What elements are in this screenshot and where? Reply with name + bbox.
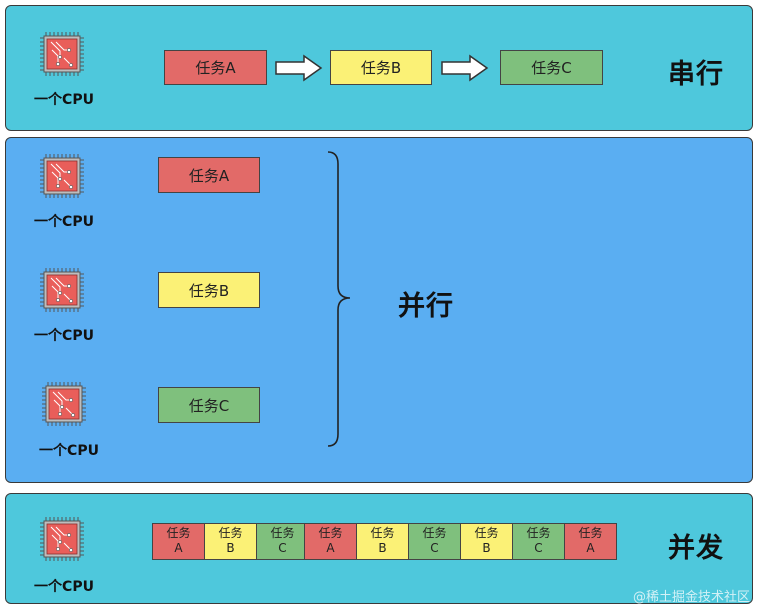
concurrent-title: 并发 [668,533,724,564]
cpu-label: 一个CPU [34,214,94,230]
curly-brace-icon [327,151,351,447]
parallel-task-b: 任务B [158,272,260,308]
parallel-title: 并行 [398,291,454,322]
cpu-chip-icon [38,266,86,314]
cpu-chip-icon [38,515,86,563]
serial-task-a: 任务A [164,50,267,85]
cpu-chip-icon [38,152,86,200]
arrow-right-icon [441,54,489,82]
parallel-task-a: 任务A [158,157,260,193]
cpu-chip-icon [40,380,88,428]
serial-task-c: 任务C [500,50,603,85]
cpu-label: 一个CPU [34,579,94,595]
cpu-label: 一个CPU [34,92,94,108]
parallel-task-c: 任务C [158,387,260,423]
cpu-chip-icon [38,30,86,78]
watermark: @稀土掘金技术社区 [632,590,750,605]
serial-task-b: 任务B [330,50,432,85]
serial-title: 串行 [668,59,724,90]
arrow-right-icon [275,54,323,82]
cpu-label: 一个CPU [39,443,99,459]
parallel-panel [5,137,753,483]
cpu-label: 一个CPU [34,328,94,344]
